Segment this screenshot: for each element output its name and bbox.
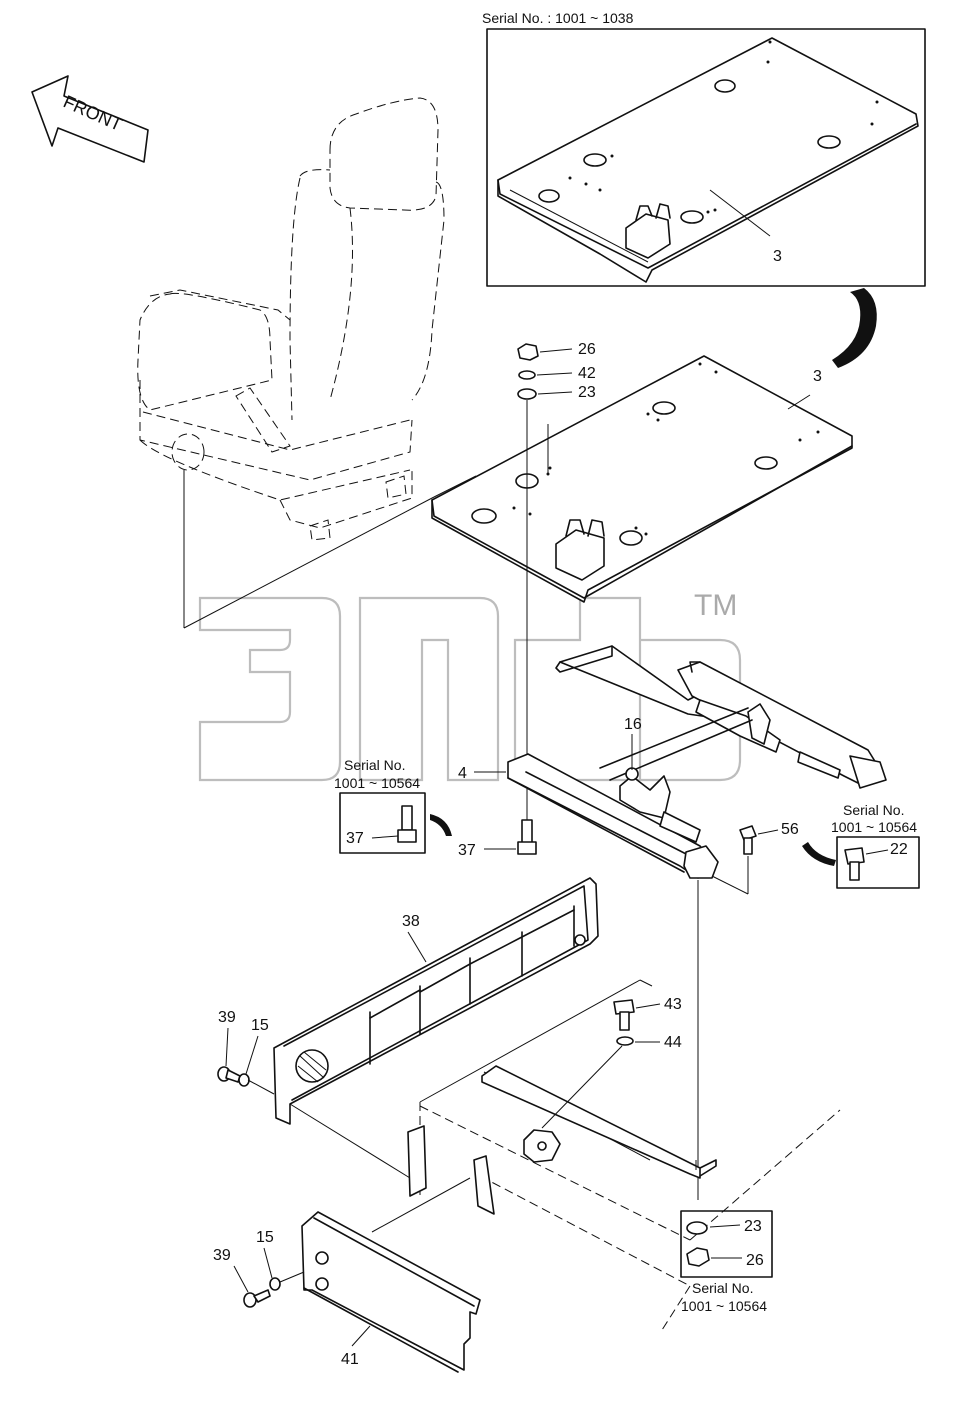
callout-15-bottom: 15 <box>256 1229 274 1246</box>
cover-panel-38 <box>273 877 599 1125</box>
serial-left-line2: 1001 ~ 10564 <box>334 775 420 791</box>
callout-3-inset: 3 <box>773 248 782 265</box>
callout-41: 41 <box>341 1351 359 1368</box>
bolt-43 <box>613 999 635 1031</box>
serial-bottom-line2: 1001 ~ 10564 <box>681 1298 767 1314</box>
bolt-56 <box>739 825 757 855</box>
washer-15-bottom <box>269 1277 281 1291</box>
callout-37-box: 37 <box>346 830 364 847</box>
callout-37: 37 <box>458 842 476 859</box>
cover-panel-41 <box>301 1211 481 1373</box>
callout-16: 16 <box>624 716 642 733</box>
serial-right-line1: Serial No. <box>843 802 904 818</box>
bolt-37 <box>517 819 537 855</box>
bolt-22 <box>844 847 865 881</box>
serial-top-label: Serial No. : 1001 ~ 1038 <box>482 10 634 26</box>
callout-23-top: 23 <box>578 384 596 401</box>
operator-seat <box>137 97 477 629</box>
inset-frame <box>486 28 926 287</box>
callout-3-main: 3 <box>813 368 822 385</box>
callout-39-bottom: 39 <box>213 1247 231 1264</box>
serial-left-line1: Serial No. <box>344 757 405 773</box>
callout-39-top: 39 <box>218 1009 236 1026</box>
serial-bottom-line1: Serial No. <box>692 1280 753 1296</box>
serial-box-left <box>339 792 426 854</box>
inset-to-plate-arrow <box>832 288 877 368</box>
slide-rail-assembly <box>507 645 887 879</box>
callout-38: 38 <box>402 913 420 930</box>
serial-box-right <box>836 836 920 889</box>
screw-39-top <box>217 1066 241 1083</box>
front-arrow: FRONT <box>31 75 149 163</box>
base-frame <box>407 979 841 1331</box>
callout-15-top: 15 <box>251 1017 269 1034</box>
watermark-tm: TM <box>694 589 737 622</box>
bolt-37-box <box>397 805 417 843</box>
callout-22: 22 <box>890 841 908 858</box>
serial-right-line2: 1001 ~ 10564 <box>831 819 917 835</box>
arrow-22 <box>802 842 836 866</box>
nut-washer-stack-top <box>517 343 573 400</box>
seat-plate <box>431 355 853 603</box>
callout-42: 42 <box>578 365 596 382</box>
screw-39-bottom <box>243 1289 271 1308</box>
washer-44 <box>616 1036 634 1046</box>
washer-23-box <box>686 1221 708 1235</box>
callout-56: 56 <box>781 821 799 838</box>
arrow-37 <box>430 814 452 836</box>
callout-26-top: 26 <box>578 341 596 358</box>
serial-box-bottom <box>680 1210 773 1278</box>
callout-4: 4 <box>458 765 467 782</box>
washer-15-top <box>238 1073 250 1087</box>
callout-44: 44 <box>664 1034 682 1051</box>
inset-plate <box>497 37 919 283</box>
callout-26-box: 26 <box>746 1252 764 1269</box>
nut-26-box <box>686 1247 710 1267</box>
callout-23-box: 23 <box>744 1218 762 1235</box>
callout-43: 43 <box>664 996 682 1013</box>
